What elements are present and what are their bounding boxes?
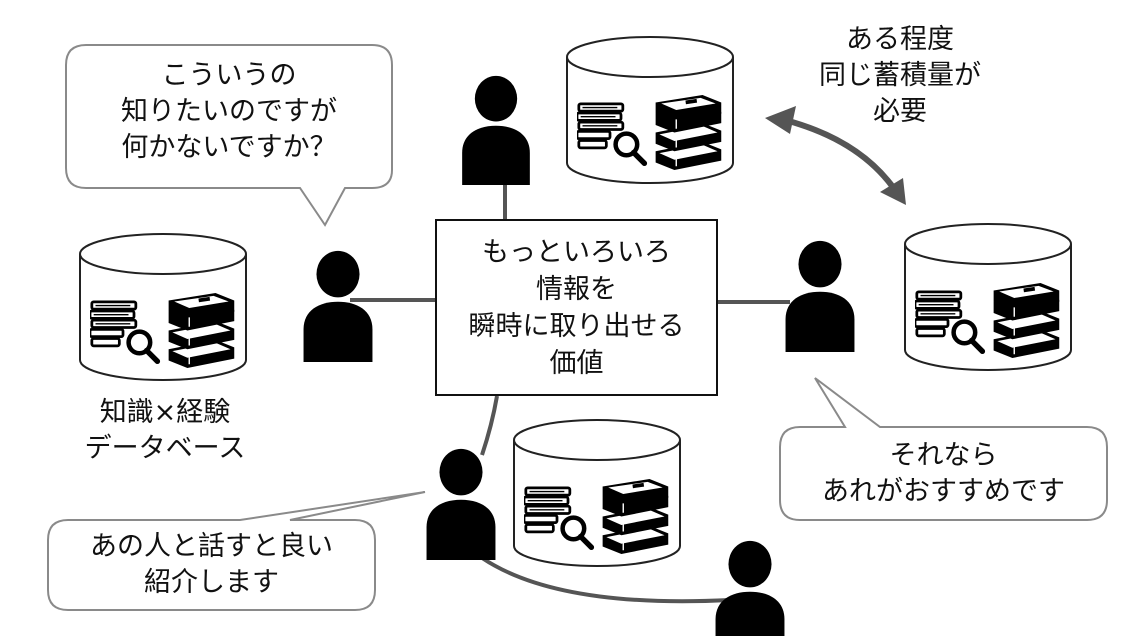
person-icon-top [462,75,530,185]
double-arrow [765,106,906,205]
center-line-1: もっといろいろ [482,236,671,268]
database-cylinder-icon-top [566,36,734,184]
person-icon-right [785,240,855,352]
database-cylinder-icon-bottom [513,419,681,567]
line-bottom-person [480,395,499,456]
database-cylinder-icon-left [79,233,247,381]
center-value-box: もっといろいろ 情報を 瞬時に取り出せる 価値 [435,219,718,396]
center-line-3: 瞬時に取り出せる [468,310,685,342]
stacked-books-icon [601,479,669,554]
stacked-books-icon [654,95,722,170]
speech-bubble-top-left [65,44,393,227]
speech-bubble-right [779,377,1108,521]
speech-bubble-bottom-left [47,491,426,611]
bubble-text-bottom-left: あの人と話すと良い 紹介します [90,531,333,598]
bubble-text-top-left: こういうの 知りたいのですが 何かないですか？ [121,60,337,163]
center-line-4: 価値 [549,347,604,379]
stacked-books-icon [992,283,1060,358]
bubble-text-right: それなら あれがおすすめです [822,440,1065,507]
database-label: 知識×経験 データベース [84,397,246,464]
center-line-2: 情報を [536,273,617,305]
stacked-books-icon [167,293,235,368]
person-icon-left [303,250,373,362]
person-icon-bottom [426,448,496,560]
arrow-note: ある程度 同じ蓄積量が 必要 [819,24,981,127]
database-cylinder-icon-right [904,223,1072,371]
person-icon-bottom-right [715,540,785,636]
